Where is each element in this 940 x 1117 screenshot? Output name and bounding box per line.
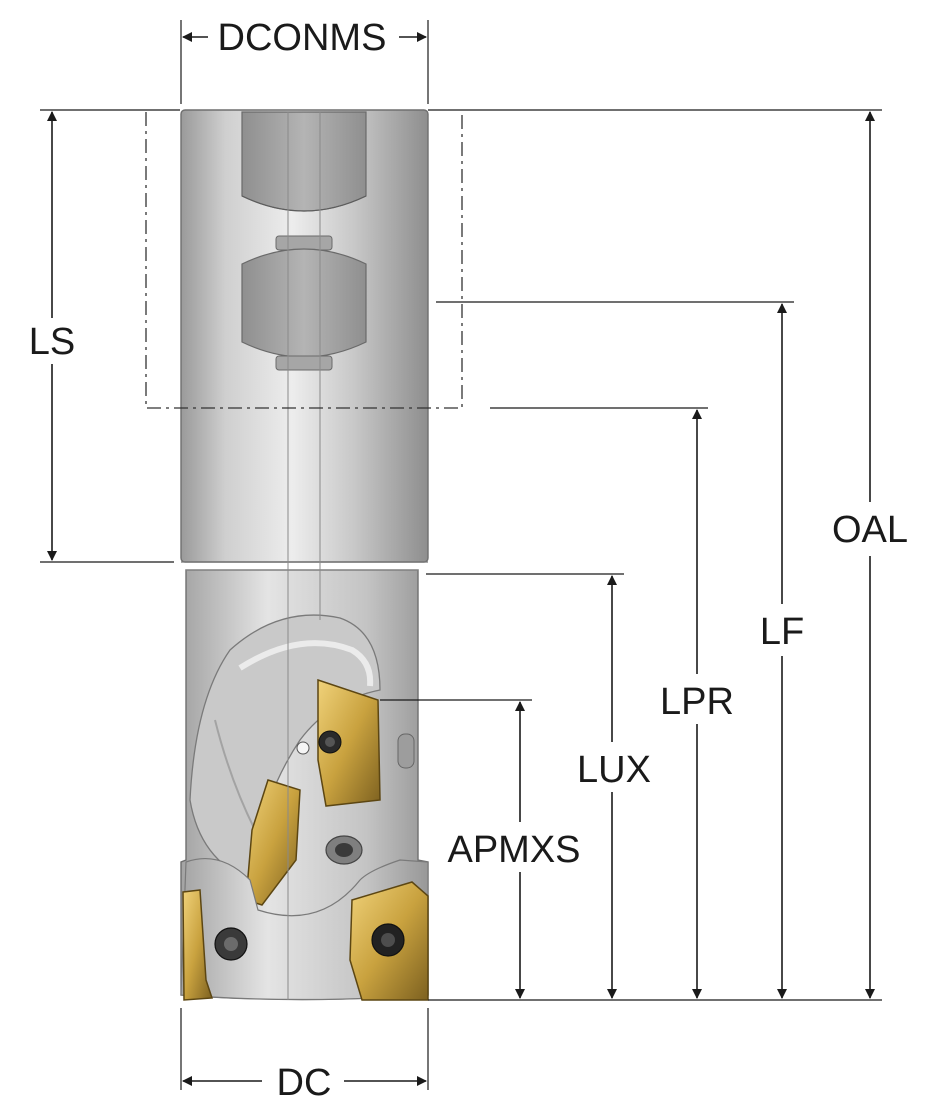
dimension-lpr: LPR	[660, 409, 734, 999]
label-lpr: LPR	[660, 681, 734, 723]
holder-outline-dashed	[145, 112, 463, 409]
dimension-ls: LS	[29, 111, 75, 561]
weldon-flat-lower	[241, 235, 367, 371]
cutting-insert-right	[349, 881, 429, 1001]
cutting-insert-left	[182, 889, 214, 1001]
dimension-dc: DC	[182, 1062, 427, 1104]
weldon-flat-upper	[241, 111, 367, 212]
label-apmxs: APMXS	[447, 829, 580, 871]
dimension-apmxs: APMXS	[447, 701, 581, 999]
dimension-lux: LUX	[577, 575, 651, 999]
dimension-lf: LF	[760, 303, 804, 999]
dimension-dconms: DCONMS	[182, 17, 427, 59]
cutting-insert-upper	[317, 678, 381, 807]
chip-flute-upper	[189, 614, 381, 881]
label-dconms: DCONMS	[218, 17, 387, 59]
coolant-hole	[296, 741, 310, 755]
label-lf: LF	[760, 611, 804, 653]
dimension-oal: OAL	[832, 111, 908, 999]
cutting-insert-middle	[245, 779, 301, 906]
label-dc: DC	[277, 1062, 332, 1104]
end-mill-tool	[180, 109, 429, 1001]
clamp-screw-middle	[325, 835, 363, 865]
side-slot	[397, 733, 415, 769]
label-lux: LUX	[577, 749, 651, 791]
clamp-screw-left	[214, 927, 248, 961]
extension-lines	[40, 20, 882, 1090]
label-ls: LS	[29, 321, 75, 363]
label-oal: OAL	[832, 509, 908, 551]
